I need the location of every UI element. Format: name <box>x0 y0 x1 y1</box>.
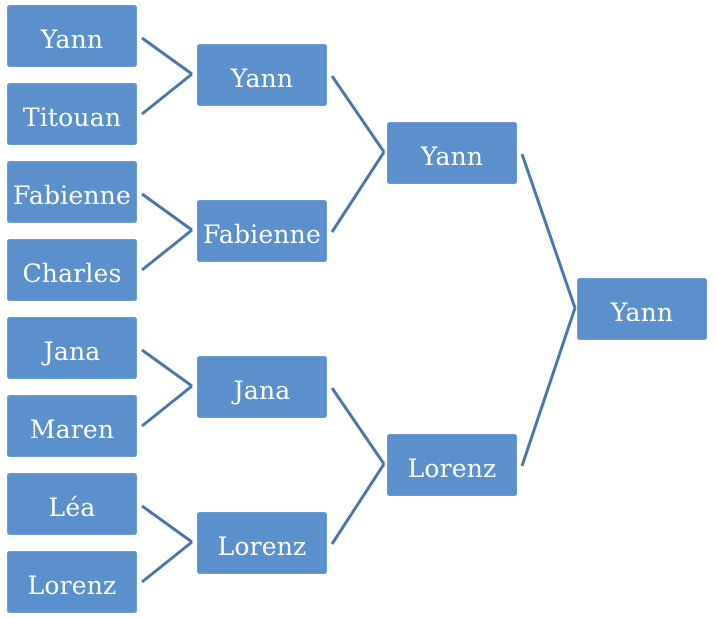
r1-player-6: Maren <box>7 395 137 457</box>
semifinal-player-2: Lorenz <box>387 434 517 496</box>
connector-line-8 <box>141 540 193 584</box>
player-name: Titouan <box>22 102 122 132</box>
player-name: Charles <box>22 258 122 288</box>
player-name: Maren <box>29 414 115 444</box>
player-name: Jana <box>43 336 101 366</box>
r2-player-3: Jana <box>197 356 327 418</box>
connector-line-14 <box>520 307 577 467</box>
connector-line-9 <box>330 75 386 153</box>
connector-line-12 <box>330 463 386 545</box>
connector-line-5 <box>141 348 193 388</box>
connector-line-13 <box>520 153 577 309</box>
connector-line-7 <box>141 504 193 544</box>
r2-player-2: Fabienne <box>197 200 327 262</box>
connector-line-2 <box>141 72 193 116</box>
player-name: Yann <box>40 24 104 54</box>
player-name: Fabienne <box>203 219 321 249</box>
r1-player-3: Fabienne <box>7 161 137 223</box>
r1-player-7: Léa <box>7 473 137 535</box>
r1-player-1: Yann <box>7 5 137 67</box>
player-name: Yann <box>230 63 294 93</box>
connector-line-3 <box>141 192 193 232</box>
player-name: Lorenz <box>217 531 307 561</box>
winner-box: Yann <box>577 278 707 340</box>
player-name: Lorenz <box>407 453 497 483</box>
r1-player-4: Charles <box>7 239 137 301</box>
connector-line-11 <box>330 387 386 465</box>
r2-player-1: Yann <box>197 44 327 106</box>
connector-line-10 <box>330 151 386 233</box>
player-name: Yann <box>610 297 674 327</box>
connector-line-4 <box>141 228 193 272</box>
player-name: Yann <box>420 141 484 171</box>
player-name: Fabienne <box>13 180 131 210</box>
player-name: Léa <box>48 492 96 522</box>
player-name: Jana <box>233 375 291 405</box>
semifinal-player-1: Yann <box>387 122 517 184</box>
r1-player-8: Lorenz <box>7 551 137 613</box>
r1-player-5: Jana <box>7 317 137 379</box>
player-name: Lorenz <box>27 570 117 600</box>
r2-player-4: Lorenz <box>197 512 327 574</box>
connector-line-6 <box>141 384 193 428</box>
connector-line-1 <box>141 36 193 76</box>
r1-player-2: Titouan <box>7 83 137 145</box>
